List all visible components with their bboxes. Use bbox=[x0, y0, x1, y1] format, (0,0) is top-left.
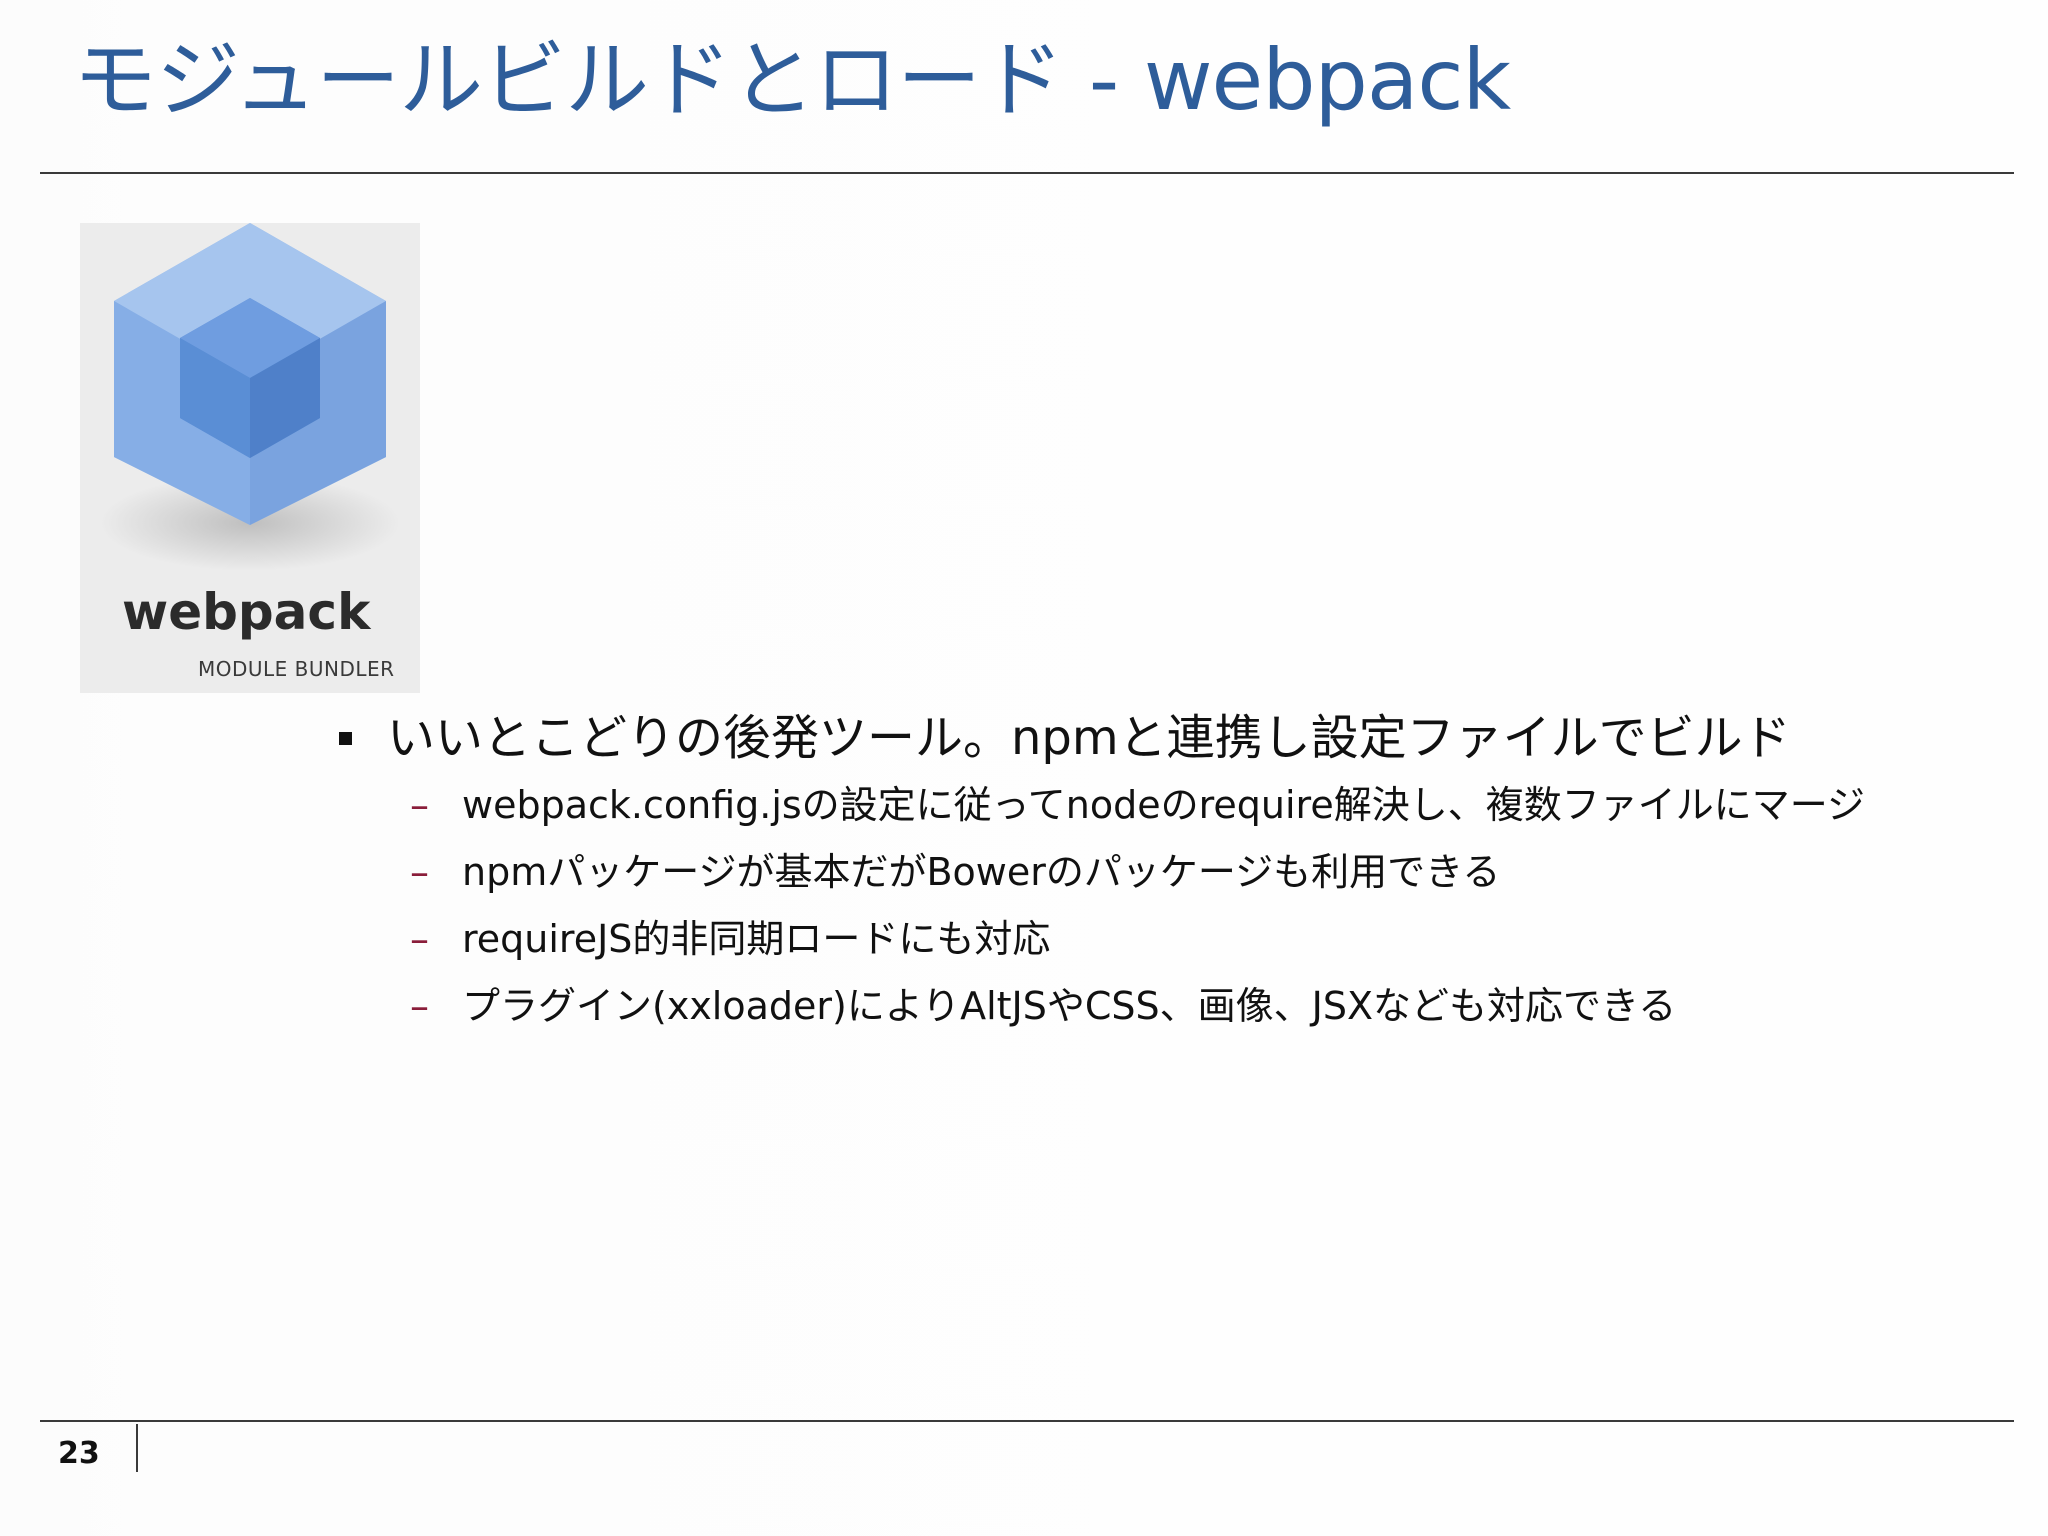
dash-bullet-icon: – bbox=[410, 917, 429, 961]
bullet-list: いいとこどりの後発ツール。npmと連携し設定ファイルでビルド – webpack… bbox=[335, 706, 1865, 1040]
sub-bullet-item: – requireJS的非同期ロードにも対応 bbox=[410, 906, 1865, 973]
dash-bullet-icon: – bbox=[410, 984, 429, 1028]
dash-bullet-icon: – bbox=[410, 850, 429, 894]
logo-wordmark: webpack bbox=[122, 583, 371, 641]
sub-bullet-text: プラグイン(xxloader)によりAltJSやCSS、画像、JSXなども対応で… bbox=[462, 984, 1677, 1028]
sub-bullet-item: – npmパッケージが基本だがBowerのパッケージも利用できる bbox=[410, 839, 1865, 906]
sub-bullet-item: – webpack.config.jsの設定に従ってnodeのrequire解決… bbox=[410, 772, 1865, 839]
webpack-logo: webpack MODULE BUNDLER bbox=[80, 223, 420, 693]
sub-bullet-text: webpack.config.jsの設定に従ってnodeのrequire解決し、… bbox=[462, 783, 1865, 827]
sub-bullet-list: – webpack.config.jsの設定に従ってnodeのrequire解決… bbox=[335, 772, 1865, 1040]
webpack-cube-icon bbox=[100, 223, 400, 571]
title-divider bbox=[40, 172, 2014, 174]
bullet-item: いいとこどりの後発ツール。npmと連携し設定ファイルでビルド bbox=[335, 706, 1865, 770]
page-number-separator bbox=[136, 1424, 138, 1472]
sub-bullet-text: npmパッケージが基本だがBowerのパッケージも利用できる bbox=[462, 850, 1501, 894]
bullet-text: いいとこどりの後発ツール。npmと連携し設定ファイルでビルド bbox=[387, 710, 1791, 766]
logo-tagline: MODULE BUNDLER bbox=[198, 657, 395, 681]
sub-bullet-text: requireJS的非同期ロードにも対応 bbox=[462, 917, 1051, 961]
square-bullet-icon bbox=[339, 732, 352, 745]
dash-bullet-icon: – bbox=[410, 783, 429, 827]
sub-bullet-item: – プラグイン(xxloader)によりAltJSやCSS、画像、JSXなども対… bbox=[410, 973, 1865, 1040]
slide-title: モジュールビルドとロード - webpack bbox=[73, 31, 1511, 129]
page-number: 23 bbox=[58, 1436, 100, 1471]
footer-divider bbox=[40, 1420, 2014, 1422]
